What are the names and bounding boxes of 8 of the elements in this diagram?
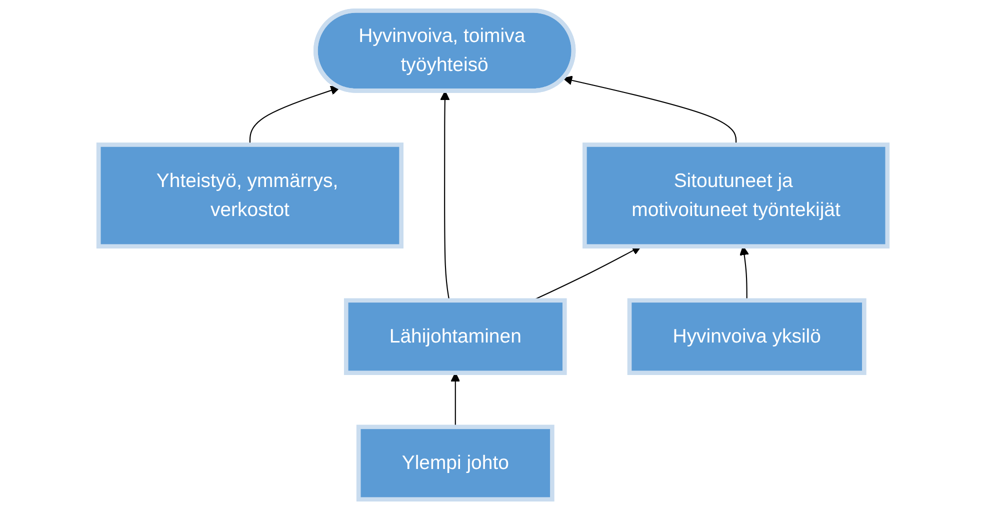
arrow — [249, 86, 340, 145]
node-box: Lähijohtaminen — [344, 298, 567, 376]
arrow — [440, 90, 450, 300]
node-box: Hyvinvoiva yksilö — [627, 298, 866, 376]
node-box: Yhteistyö, ymmärrys, verkostot — [96, 142, 404, 249]
node-box: Sitoutuneet ja motivoituneet työntekijät — [582, 142, 890, 249]
node-box: Ylempi johto — [356, 424, 554, 502]
arrow — [562, 76, 737, 145]
